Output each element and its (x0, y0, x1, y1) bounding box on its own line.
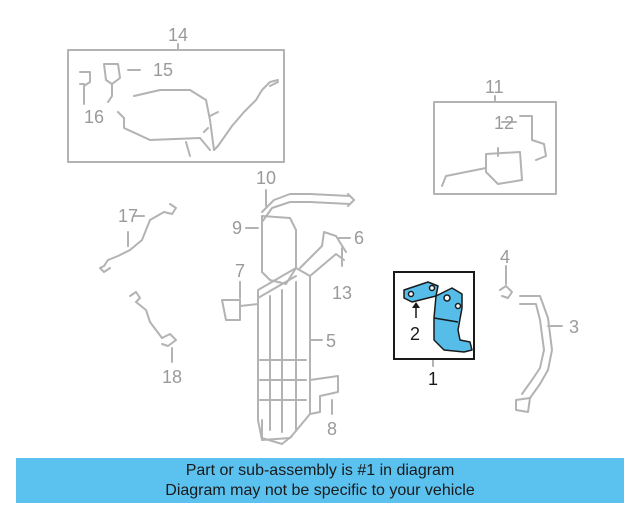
info-banner: Part or sub-assembly is #1 in diagram Di… (16, 458, 624, 503)
callout-16: 16 (84, 107, 105, 127)
callout-17: 17 (118, 206, 139, 226)
banner-line-2: Diagram may not be specific to your vehi… (165, 482, 475, 499)
callout-15: 15 (153, 60, 174, 80)
callout-11: 11 (485, 77, 504, 97)
callout-13: 13 (332, 283, 353, 303)
callout-18: 18 (162, 367, 183, 387)
callout-8: 8 (327, 419, 338, 439)
canister-body (257, 267, 311, 441)
callout-3: 3 (569, 317, 580, 337)
valve-part-1 (433, 287, 473, 353)
filler-neck (261, 193, 351, 213)
callout-1: 1 (428, 369, 439, 389)
callout-9: 9 (232, 218, 243, 238)
callout-2: 2 (410, 324, 421, 344)
callout-6: 6 (354, 228, 365, 248)
group-box-14 (67, 49, 285, 163)
callout-4: 4 (500, 247, 511, 267)
banner-line-1: Part or sub-assembly is #1 in diagram (185, 462, 455, 479)
callout-12: 12 (494, 113, 515, 133)
callout-10: 10 (256, 168, 277, 188)
callout-14: 14 (168, 25, 189, 45)
callout-7: 7 (235, 261, 246, 281)
part-1-box (393, 271, 475, 360)
callout-5: 5 (326, 331, 337, 351)
